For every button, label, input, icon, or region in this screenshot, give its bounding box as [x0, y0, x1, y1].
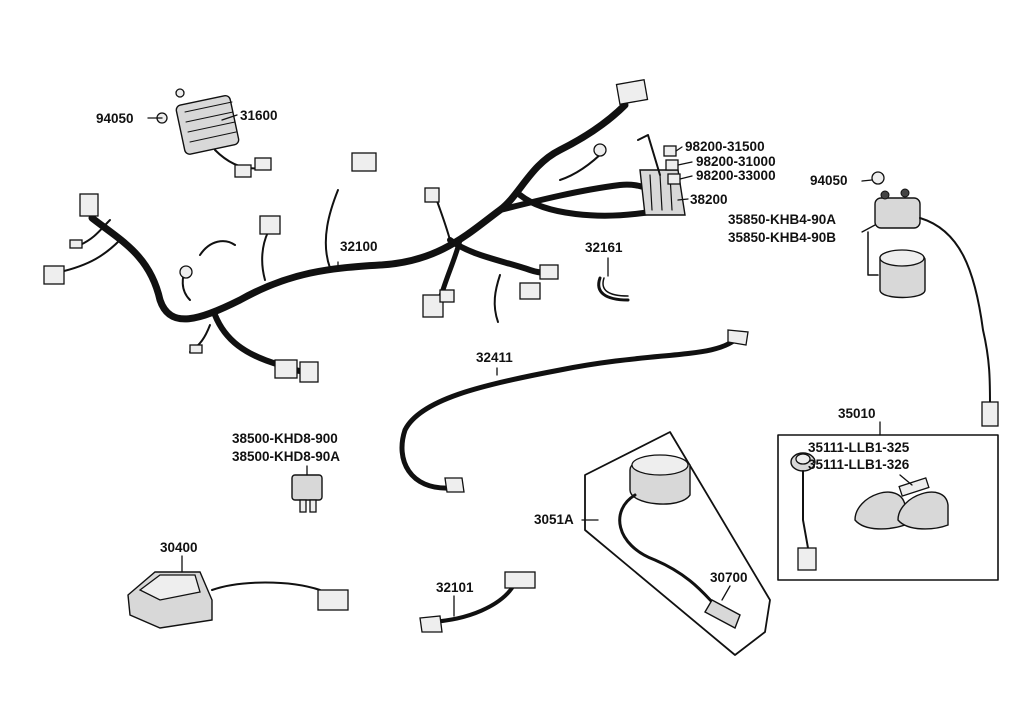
- label-94050-left: 94050: [96, 111, 134, 126]
- ignition-coil-group: [584, 431, 771, 656]
- regulator-rectifier: [175, 94, 272, 178]
- part-number-labels: 94050 31600 98200-31500 98200-31000 9820…: [96, 108, 910, 595]
- relay-module: [291, 474, 323, 513]
- label-32100: 32100: [340, 239, 378, 254]
- cable-clamp: [597, 276, 630, 302]
- label-38500-a: 38500-KHD8-900: [232, 431, 338, 446]
- label-38200: 38200: [690, 192, 728, 207]
- label-32101: 32101: [436, 580, 474, 595]
- label-32161: 32161: [585, 240, 623, 255]
- label-98200-33000: 98200-33000: [696, 168, 776, 183]
- label-35111-b: 35111-LLB1-326: [808, 457, 910, 472]
- label-98200-31000: 98200-31000: [696, 154, 776, 169]
- label-3051A: 3051A: [534, 512, 574, 527]
- key-switch-group: [777, 434, 999, 581]
- label-35111-a: 35111-LLB1-325: [808, 440, 910, 455]
- sub-wire-harness: [419, 571, 536, 633]
- leader-lines: [147, 114, 913, 617]
- label-30400: 30400: [160, 540, 198, 555]
- label-35010: 35010: [838, 406, 876, 421]
- label-94050-right: 94050: [810, 173, 848, 188]
- battery-cable: [399, 329, 749, 493]
- label-98200-31500: 98200-31500: [685, 139, 765, 154]
- label-32411: 32411: [476, 350, 513, 365]
- label-30700: 30700: [710, 570, 748, 585]
- fuse-box: [637, 134, 686, 216]
- label-31600: 31600: [240, 108, 278, 123]
- starter-relay: [867, 188, 999, 427]
- main-wire-harness: [43, 78, 663, 383]
- label-38500-b: 38500-KHD8-90A: [232, 449, 340, 464]
- label-35850-b: 35850-KHB4-90B: [728, 230, 836, 245]
- label-35850-a: 35850-KHB4-90A: [728, 212, 836, 227]
- nut-94050-right: [871, 171, 885, 185]
- cdi-unit: [127, 571, 349, 629]
